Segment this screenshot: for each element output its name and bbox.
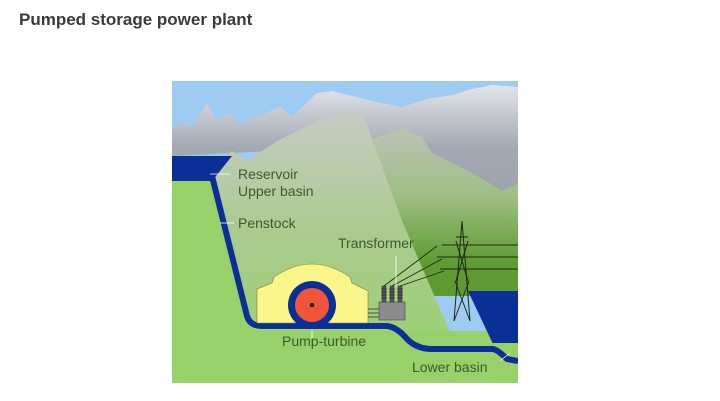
label-pump-turbine: Pump-turbine [282,333,366,349]
label-upper-basin: Upper basin [238,183,314,199]
transmission-tower [437,220,487,322]
label-lower-basin: Lower basin [412,359,488,375]
label-transformer: Transformer [338,235,414,251]
label-penstock: Penstock [238,215,297,231]
foreground-grass [172,181,518,383]
page-title: Pumped storage power plant [19,10,253,29]
transformer [378,285,406,321]
turbine-hub [310,303,314,307]
penstock-pipe [209,175,518,364]
busbar [368,308,380,318]
label-reservoir: Reservoir [238,166,298,182]
lower-basin-ground [372,343,518,383]
pumped-storage-diagram: Reservoir Upper basin Penstock Transform… [172,81,518,383]
upper-reservoir [172,156,232,181]
label-leader-lines [210,173,511,362]
